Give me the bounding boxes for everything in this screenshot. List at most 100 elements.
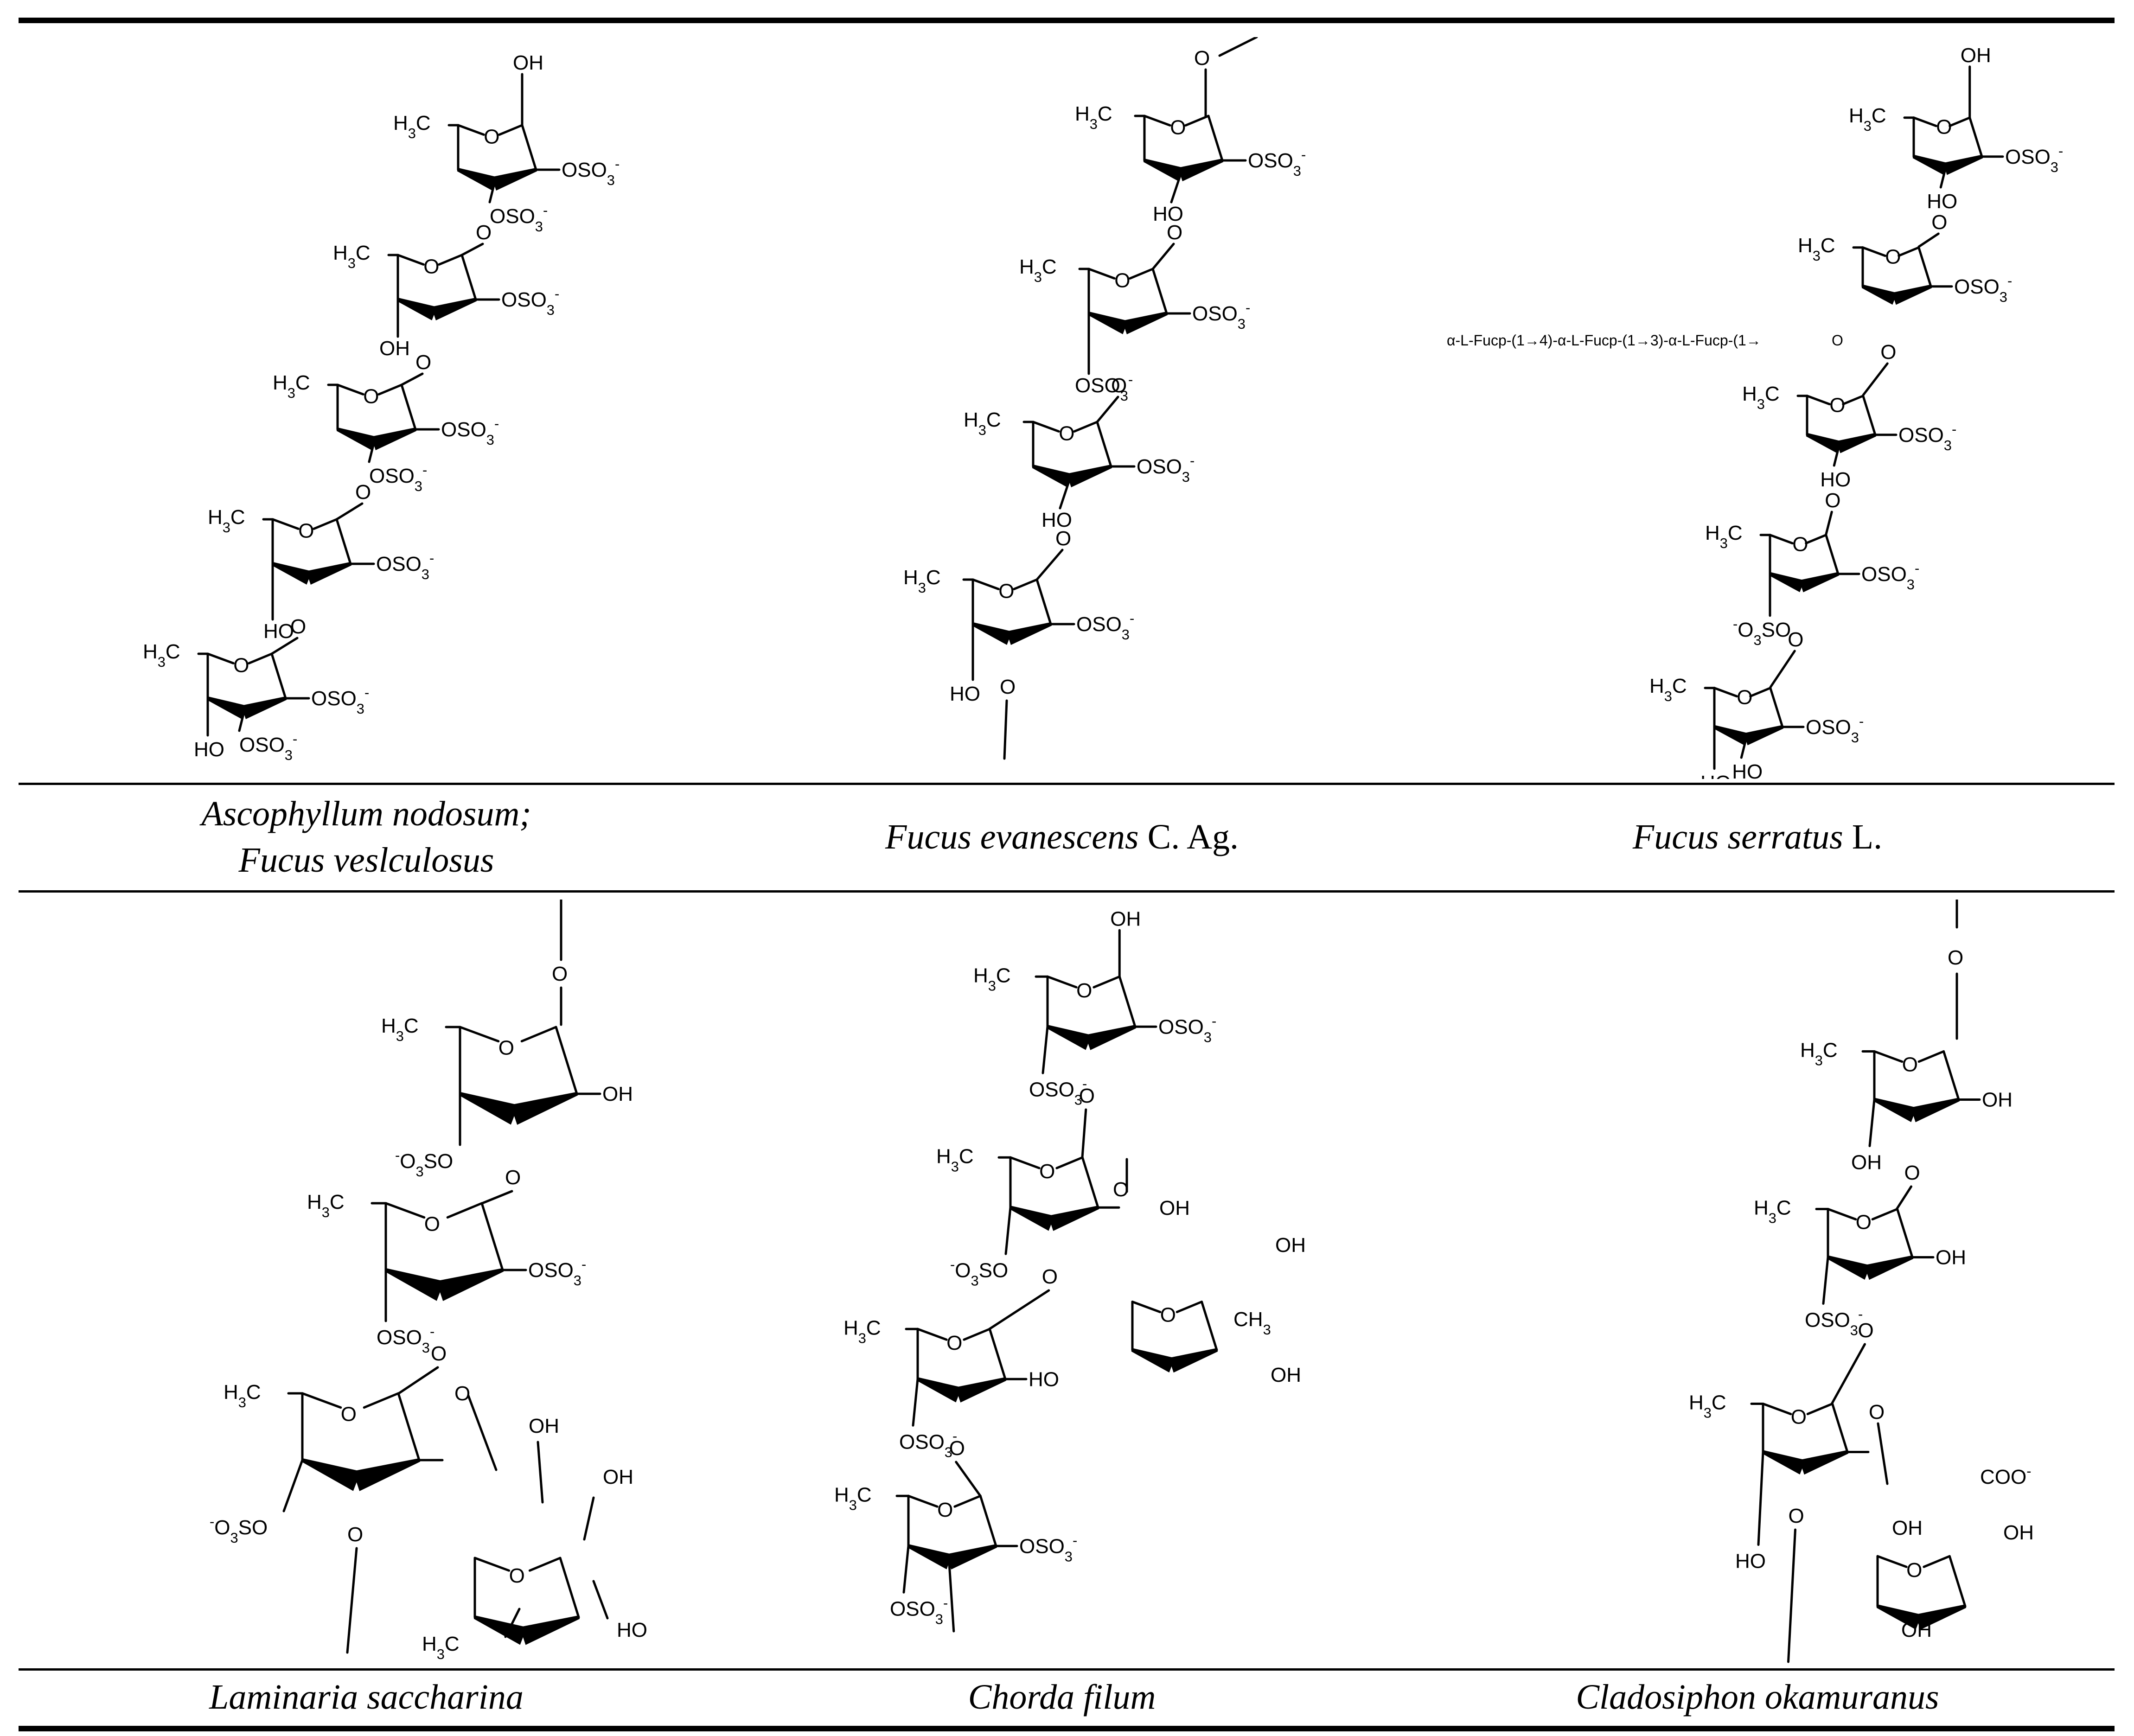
bond-line: [1898, 246, 1920, 257]
atom-label: O: [949, 1437, 965, 1460]
bond-line: [559, 1557, 580, 1619]
bond-line: [336, 383, 364, 396]
bond-line: [335, 518, 352, 565]
bond-line: [248, 652, 273, 664]
bond-line: [271, 518, 300, 530]
atom-label: OSO3-: [1954, 272, 2012, 305]
atom-label: OSO3-: [528, 1256, 586, 1289]
bond-line: [1896, 1208, 1914, 1258]
atom-label: O: [1737, 686, 1752, 708]
bond-line: [1131, 1301, 1162, 1314]
atom-label: O: [454, 1382, 470, 1405]
atom-label: H3C: [1849, 104, 1886, 134]
wedge-bond: [955, 1377, 1007, 1403]
bond-line: [460, 254, 477, 301]
bond-line: [520, 1026, 557, 1043]
wedge-bond: [1769, 572, 1805, 593]
wedge-bond: [1942, 154, 1983, 175]
wedge-bond: [1891, 284, 1932, 305]
wedge-bond: [1836, 433, 1877, 453]
atom-label: HO: [1041, 509, 1072, 531]
atom-label: OSO3-: [1075, 371, 1133, 404]
atom-label: HO: [1029, 1368, 1059, 1391]
atom-label: H3C: [843, 1316, 881, 1346]
wedge-bond: [352, 1458, 421, 1491]
bond-line: [1762, 1403, 1792, 1416]
atom-label: OH: [1982, 1089, 2013, 1111]
bond-line: [1207, 115, 1224, 162]
wedge-bond: [946, 1544, 997, 1570]
atom-label: OH: [1851, 1151, 1882, 1174]
atom-label: H3C: [1800, 1039, 1838, 1069]
atom-label: O: [1880, 341, 1896, 364]
atom-label: OSO3-: [1805, 1306, 1863, 1338]
wedge-bond: [1910, 1098, 1960, 1123]
bond-line: [270, 652, 287, 700]
bond-line: [397, 1392, 421, 1462]
bond-line: [1830, 1343, 1866, 1405]
bond-line: [537, 1441, 544, 1504]
bond-line: [963, 1328, 991, 1341]
bond-line: [488, 182, 496, 204]
atom-label: OH: [1936, 1246, 1966, 1269]
atom-label: OSO3-: [1029, 1075, 1087, 1108]
wedge-bond: [1743, 725, 1784, 746]
bond-line: [1035, 549, 1064, 581]
atom-label: OSO3-: [1898, 421, 1956, 453]
bond-line: [1009, 1156, 1041, 1169]
atom-label: O: [1170, 116, 1186, 139]
bond-line: [1876, 1555, 1908, 1568]
atom-label: OSO3-: [1137, 453, 1195, 485]
bond-line: [1118, 975, 1137, 1028]
wedge-bond: [1912, 154, 1949, 175]
atom-label: O: [1789, 1505, 1804, 1527]
atom-label: O: [1788, 628, 1803, 651]
bond-line: [1917, 232, 1940, 248]
caption-author: C. Ag.: [1138, 817, 1239, 856]
atom-label: O: [1948, 946, 1963, 969]
wedge-bond: [1713, 725, 1749, 746]
atom-label: OH: [1159, 1197, 1190, 1219]
bond-line: [1055, 1156, 1084, 1169]
bond-line: [498, 124, 524, 136]
wedge-bond: [436, 1268, 504, 1301]
bond-line: [1923, 1555, 1951, 1568]
atom-label: OSO3-: [376, 550, 434, 582]
atom-label: OH: [529, 1415, 559, 1437]
atom-label: OH: [602, 1083, 633, 1105]
wedge-bond: [1915, 1604, 1967, 1630]
atom-label: O: [355, 481, 371, 504]
bond-line: [971, 578, 1000, 590]
atom-label: H3C: [964, 408, 1001, 438]
bond-line: [1948, 1555, 1967, 1608]
bond-line: [955, 1461, 982, 1497]
atom-label: OH: [1892, 1517, 1923, 1539]
bond-line: [1035, 578, 1052, 625]
atom-label: HO: [1927, 190, 1957, 213]
bond-line: [592, 1580, 609, 1620]
table-top-rule: [19, 18, 2115, 23]
atom-label: O: [998, 580, 1014, 603]
wedge-bond: [1799, 1450, 1849, 1475]
atom-label: O: [505, 1166, 521, 1189]
atom-label: O: [509, 1564, 525, 1587]
atom-label: HO: [194, 738, 224, 761]
bond-line: [1877, 1422, 1889, 1485]
wedge-bond: [371, 427, 417, 451]
wedge-bond: [301, 1458, 361, 1491]
caption-species: Fucus evanescens: [885, 817, 1139, 856]
wedge-bond: [1009, 1206, 1054, 1231]
bond-line: [1917, 246, 1932, 288]
bond-line: [1004, 1206, 1012, 1255]
atom-label: O: [1906, 1559, 1922, 1582]
caption-species: Fucus serratus: [1632, 817, 1843, 856]
bond-line: [1912, 116, 1937, 128]
atom-label: O: [363, 385, 379, 408]
atom-label: O: [1114, 269, 1130, 292]
bond-line: [1713, 687, 1738, 698]
bond-line: [1769, 687, 1784, 728]
atom-label: OH: [2003, 1521, 2034, 1544]
atom-label: OH: [379, 337, 410, 360]
atom-label: OSO3-: [890, 1595, 948, 1627]
wedge-bond: [1067, 464, 1112, 488]
